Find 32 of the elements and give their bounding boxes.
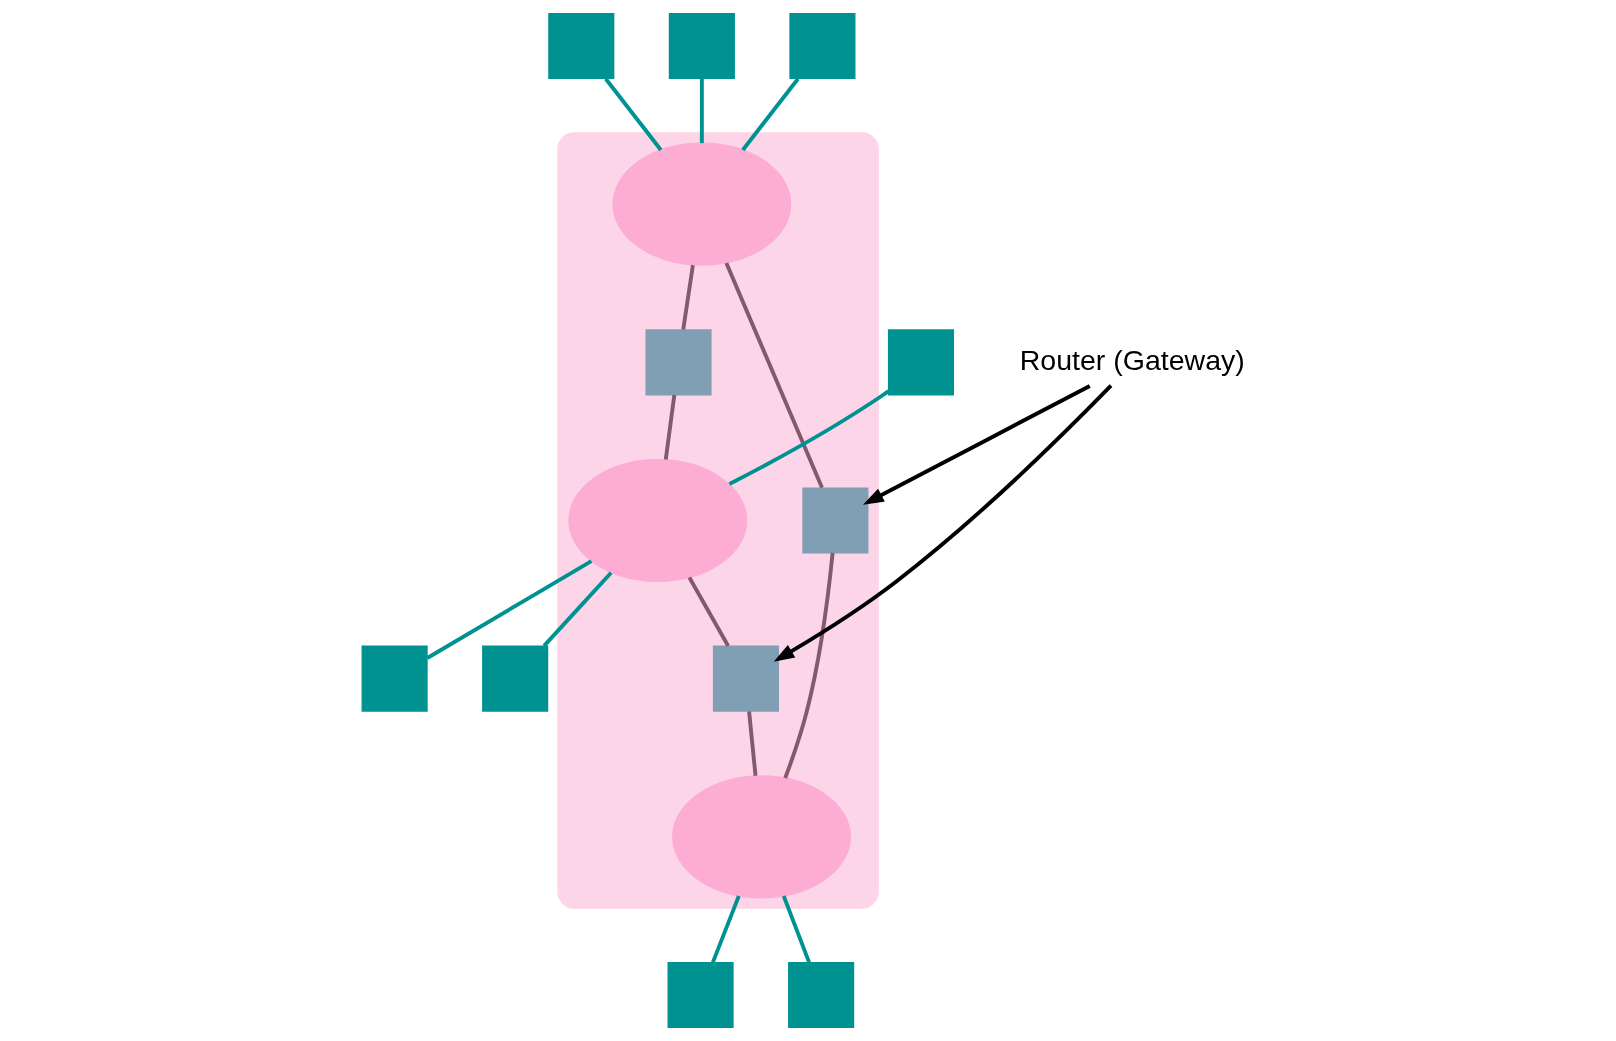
cluster [556,132,879,909]
node-cloud [671,775,851,899]
connector [425,559,592,660]
connector [680,264,695,330]
connector [710,895,741,964]
node-box [712,645,779,712]
node-box [481,645,548,712]
connector [746,711,757,776]
node-box [547,12,614,80]
node-cloud [567,458,747,583]
connector [687,576,730,647]
connector [728,389,890,486]
node-text: Router (Gateway) [1019,343,1245,376]
node-box [668,12,735,80]
node-cloud [611,142,791,266]
arrow [773,384,1112,662]
node-box [887,329,954,396]
connector [663,394,676,460]
node-box [644,329,712,396]
node-box [361,645,428,712]
connector [740,77,800,152]
connector [782,552,835,779]
node-box [667,961,734,1029]
node-box [801,487,868,554]
node-box [787,961,854,1029]
connector [542,571,612,648]
connector [781,895,811,964]
node-box [788,12,855,80]
connector [724,262,824,489]
connector [699,78,704,144]
connector [603,77,662,152]
arrow [862,384,1091,505]
